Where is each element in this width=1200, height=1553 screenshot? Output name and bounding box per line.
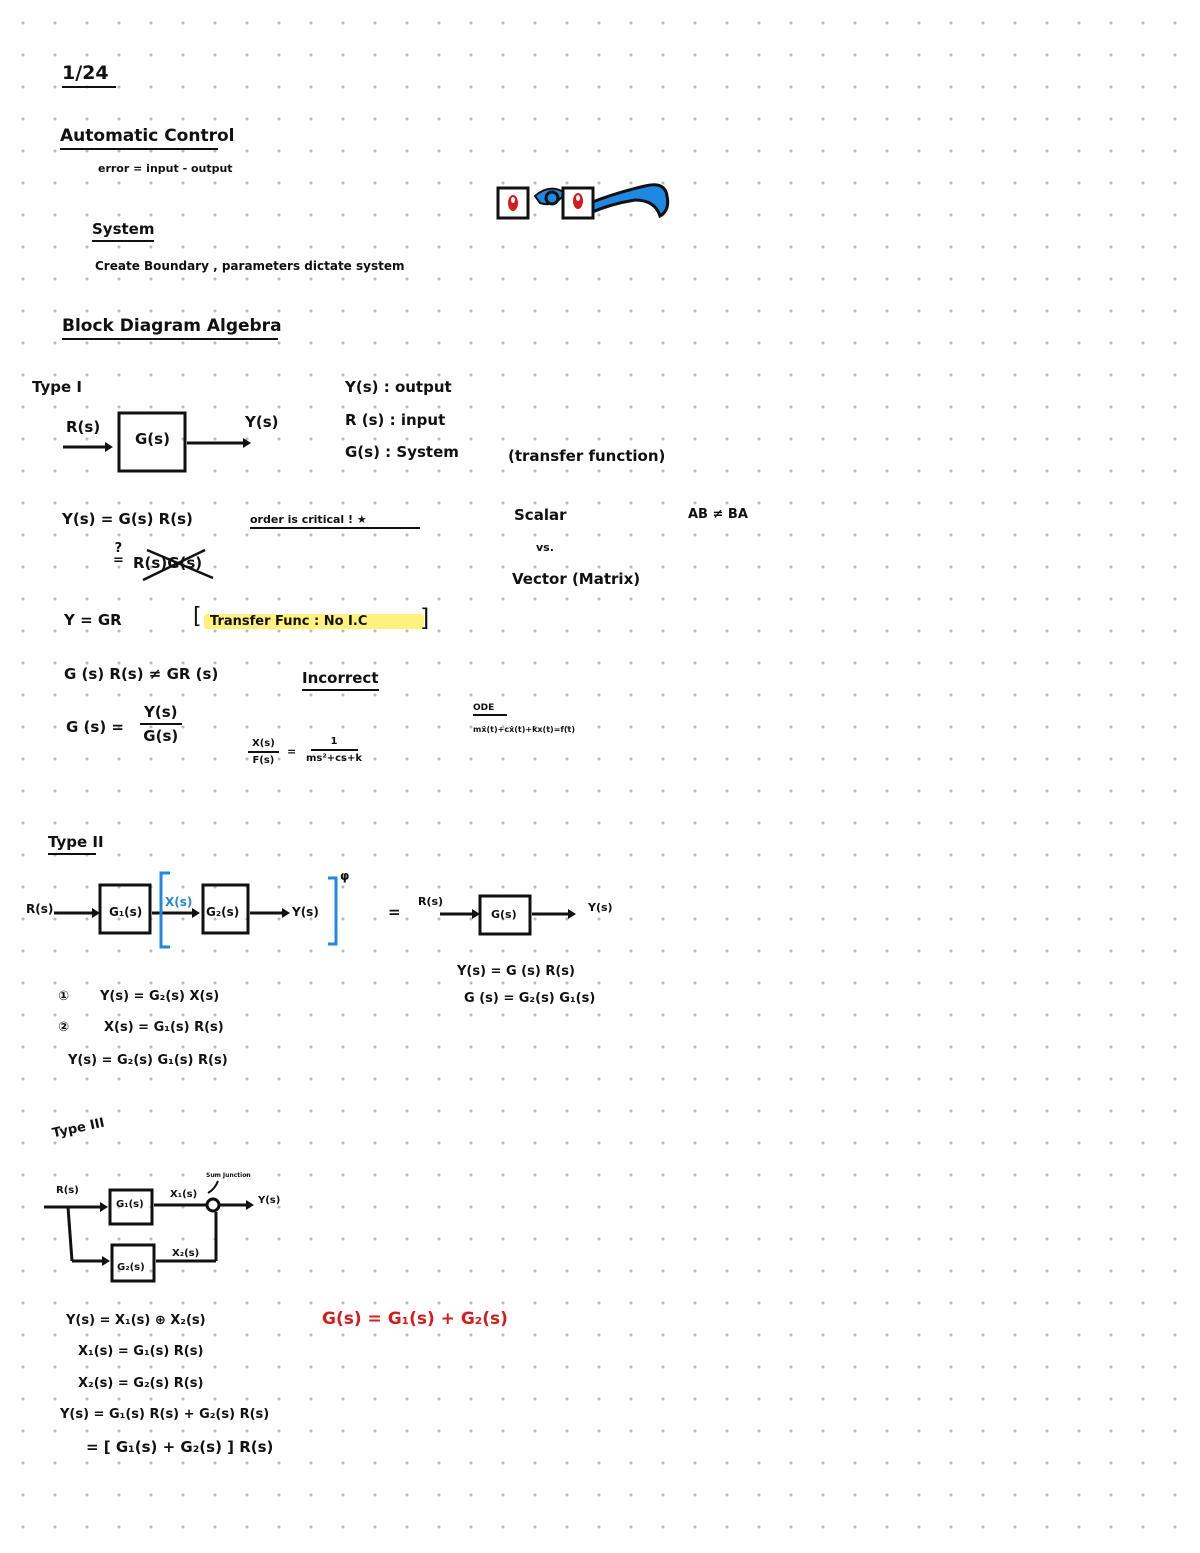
type1-block-diagram: [63, 411, 251, 473]
type3-output-label: Y(s): [258, 1195, 281, 1206]
type2-input-label: R(s): [26, 902, 54, 916]
type2-block-diagram: [54, 871, 338, 949]
order-is-critical-note: order is critical ! ★: [250, 514, 420, 529]
type2-bracket-mark: φ: [340, 869, 350, 883]
eyes-and-tail-doodle-icon: [496, 183, 670, 220]
definition-input: R (s) : input: [345, 411, 446, 429]
type3-block2-label: G₂(s): [117, 1262, 145, 1273]
type1-block-label: G(s): [135, 430, 170, 448]
heading-block-diagram-algebra: Block Diagram Algebra: [62, 318, 282, 340]
type3-block1-label: G₁(s): [116, 1199, 144, 1210]
transfer-func-highlight: Transfer Func : No I.C: [204, 614, 424, 629]
heading-system: System: [92, 222, 155, 242]
definition-output: Y(s) : output: [345, 378, 452, 396]
type2-equals: =: [388, 903, 401, 921]
scalar-label: Scalar: [514, 506, 567, 524]
type1-output-label: Y(s): [245, 413, 279, 431]
type1-input-label: R(s): [66, 418, 101, 436]
type2-equivalent-diagram: [440, 894, 576, 936]
fraction-numerator: Y(s): [140, 703, 182, 725]
star-icon: ★: [356, 513, 367, 526]
type3-step-2: X₁(s) = G₁(s) R(s): [78, 1344, 204, 1359]
step-equation: Y(s) = G₂(s) X(s): [100, 989, 220, 1004]
definition-transfer-function: (transfer function): [508, 447, 666, 465]
fraction-numerator: 1: [310, 736, 358, 751]
step-marker: ②: [58, 1020, 70, 1035]
fraction-denominator: G(s): [143, 727, 179, 745]
fraction-denominator: F(s): [252, 755, 275, 766]
cross-out-mark: [142, 548, 214, 582]
type3-label: Type III: [51, 1115, 106, 1142]
type2-label: Type II: [48, 835, 104, 855]
type2-intermediate-label: X(s): [165, 895, 193, 909]
question-equals: ?=: [113, 541, 124, 568]
definition-system: G(s) : System: [345, 443, 459, 461]
error-definition: error = input - output: [98, 162, 233, 175]
system-note: Create Boundary , parameters dictate sys…: [95, 259, 405, 273]
ab-not-equal-ba: AB ≠ BA: [688, 507, 748, 522]
type3-result-equation: G(s) = G₁(s) + G₂(s): [322, 1309, 508, 1329]
fraction-x-over-f: X(s) F(s): [248, 738, 279, 766]
type2-block2-label: G₂(s): [206, 905, 240, 919]
step-marker: ①: [58, 989, 70, 1004]
type2-output-label: Y(s): [292, 905, 319, 919]
vs-label: vs.: [536, 541, 554, 554]
equiv-equation-y: Y(s) = G (s) R(s): [457, 964, 575, 979]
type3-block-diagram: [44, 1180, 254, 1283]
transfer-func-bracket-note: [: [193, 604, 202, 629]
bracket-close: ]: [420, 604, 430, 632]
step-equation: X(s) = G₁(s) R(s): [104, 1020, 224, 1035]
fraction-one-over-ms2: 1 ms²+cs+k: [306, 736, 362, 764]
equals-sign: =: [287, 745, 297, 758]
equiv-equation-g: G (s) = G₂(s) G₁(s): [464, 991, 596, 1006]
equation-g-lhs: G (s) =: [66, 718, 124, 736]
type3-signal1-label: X₁(s): [170, 1189, 198, 1200]
ode-label: ODE: [473, 704, 507, 716]
equiv-block-label: G(s): [491, 908, 517, 921]
type3-junction-label: Sum Junction: [206, 1172, 251, 1179]
vector-matrix-label: Vector (Matrix): [512, 570, 641, 588]
type2-block1-label: G₁(s): [109, 905, 143, 919]
type3-step-3: X₂(s) = G₂(s) R(s): [78, 1376, 204, 1391]
fraction-denominator: ms²+cs+k: [306, 753, 363, 764]
type3-step-4: Y(s) = G₁(s) R(s) + G₂(s) R(s): [60, 1407, 270, 1422]
equation-y-gr: Y = GR: [64, 611, 122, 629]
fraction-numerator: X(s): [248, 738, 279, 753]
equiv-input-label: R(s): [418, 895, 444, 908]
type3-signal2-label: X₂(s): [172, 1248, 200, 1259]
equiv-output-label: Y(s): [588, 901, 613, 914]
fraction-y-over-g: Y(s) G(s): [140, 703, 182, 745]
title-automatic-control: Automatic Control: [60, 128, 234, 150]
incorrect-label: Incorrect: [302, 671, 379, 691]
crossed-out-rg: R(s)G(s): [133, 548, 214, 582]
type3-step-5: = [ G₁(s) + G₂(s) ] R(s): [86, 1438, 274, 1456]
order-note-text: order is critical !: [250, 513, 354, 526]
equation-y-equals-gr: Y(s) = G(s) R(s): [62, 510, 193, 528]
type3-input-label: R(s): [56, 1185, 79, 1196]
type2-step-3: Y(s) = G₂(s) G₁(s) R(s): [68, 1053, 228, 1068]
equation-gr-not-equal: G (s) R(s) ≠ GR (s): [64, 665, 219, 683]
page-date: 1/24: [62, 64, 116, 88]
type1-label: Type I: [32, 378, 82, 396]
ode-equation: mẍ(t)+cẋ(t)+kx(t)=f(t): [473, 725, 576, 734]
type3-step-1: Y(s) = X₁(s) ⊕ X₂(s): [66, 1313, 206, 1328]
